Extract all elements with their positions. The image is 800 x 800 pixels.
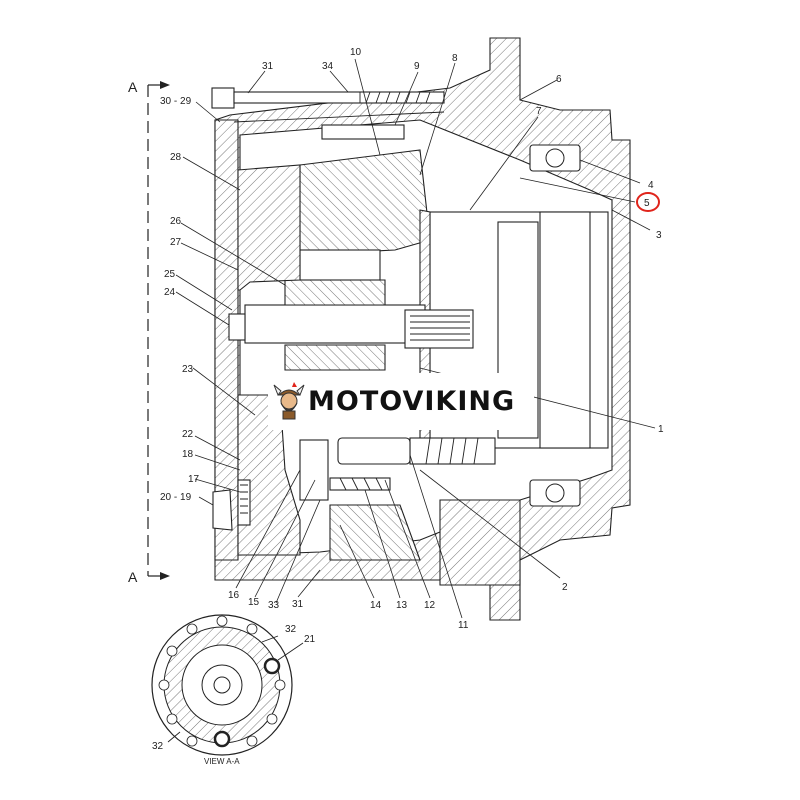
part-label-28: 28 <box>170 152 182 163</box>
part-label-16: 16 <box>228 590 240 601</box>
part-label-15: 15 <box>248 597 260 608</box>
part-label-14: 14 <box>370 600 382 611</box>
part-label-5-highlighted: 5 <box>644 198 650 209</box>
part-label-22: 22 <box>182 429 194 440</box>
plug-bottom <box>213 730 231 748</box>
part-label-1: 1 <box>658 424 664 435</box>
plug-21 <box>263 657 281 675</box>
housing-cross-section <box>211 37 631 621</box>
part-label-8: 8 <box>452 53 458 64</box>
part-label-23: 23 <box>182 364 194 375</box>
part-label-3: 3 <box>656 230 662 241</box>
section-marker-top: A <box>128 79 138 95</box>
part-label-34: 34 <box>322 61 334 72</box>
part-label-24: 24 <box>164 287 176 298</box>
part-label-20-19: 20 - 19 <box>160 492 192 503</box>
part-label-18: 18 <box>182 449 194 460</box>
part-label-12: 12 <box>424 600 436 611</box>
part-label-31-bottom: 31 <box>292 599 304 610</box>
part-label-21: 21 <box>304 634 316 645</box>
brand-watermark: MOTOVIKING <box>268 373 534 430</box>
part-label-17: 17 <box>188 474 200 485</box>
part-label-26: 26 <box>170 216 182 227</box>
part-label-32-view: 32 <box>285 624 297 635</box>
part-label-32-view-bottom: 32 <box>152 741 164 752</box>
part-label-27: 27 <box>170 237 182 248</box>
view-label: VIEW A-A <box>204 757 240 766</box>
viking-logo-icon <box>273 382 305 420</box>
part-label-10: 10 <box>350 47 362 58</box>
part-label-9: 9 <box>414 61 420 72</box>
part-label-2: 2 <box>562 582 568 593</box>
part-label-11: 11 <box>458 620 469 631</box>
part-label-7: 7 <box>536 106 542 117</box>
section-line-a-a: A A <box>128 79 170 585</box>
part-label-30-29: 30 - 29 <box>160 96 192 107</box>
part-label-31-top: 31 <box>262 61 274 72</box>
highlight-circle <box>636 192 660 212</box>
view-a-a-end-view: 32 21 32 VIEW A-A <box>151 614 316 766</box>
part-labels: 31 34 10 9 8 6 7 4 5 3 30 - 29 28 26 27 … <box>160 47 664 631</box>
brand-watermark-text: MOTOVIKING <box>308 386 516 417</box>
section-marker-bottom: A <box>128 569 138 585</box>
part-label-13: 13 <box>396 600 408 611</box>
part-label-4: 4 <box>648 180 654 191</box>
part-label-33: 33 <box>268 600 280 611</box>
part-label-25: 25 <box>164 269 176 280</box>
part-label-6: 6 <box>556 74 562 85</box>
